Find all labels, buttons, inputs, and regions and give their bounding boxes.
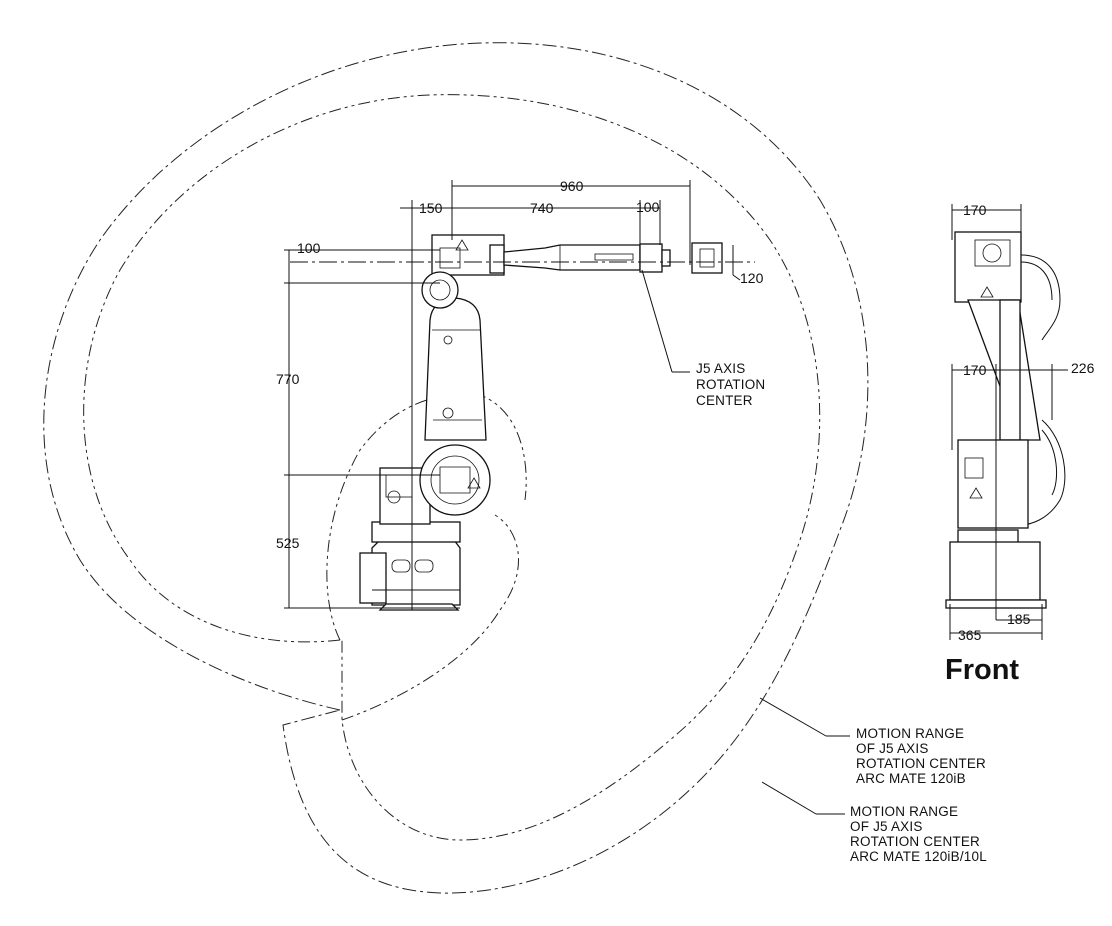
- front-dimension-lines: [949, 204, 1068, 640]
- dim-525: 525: [276, 535, 300, 551]
- dim-front-226: 226: [1071, 360, 1095, 376]
- dim-960: 960: [560, 178, 584, 194]
- legend-10l-line1: MOTION RANGE: [850, 804, 958, 819]
- front-dimension-labels: 170 170 226 185 365 Front: [945, 202, 1095, 686]
- front-view-title: Front: [945, 654, 1019, 686]
- side-dimension-lines: [284, 180, 755, 610]
- dim-front-185: 185: [1007, 611, 1031, 627]
- side-dimension-labels: 960 740 100 150 100 770 525 120 J5 AXIS …: [276, 178, 765, 551]
- legend-10l-line3: ROTATION CENTER: [850, 834, 980, 849]
- side-view-robot: [359, 234, 723, 611]
- dim-150: 150: [419, 200, 443, 216]
- dim-front-365: 365: [958, 627, 982, 643]
- motion-range-120ib-outline: [83, 94, 821, 841]
- legend-120ib-line3: ROTATION CENTER: [856, 756, 986, 771]
- dim-front-170-top: 170: [963, 202, 987, 218]
- front-view-robot: [945, 231, 1066, 609]
- legend-120ib-line2: OF J5 AXIS: [856, 741, 929, 756]
- dim-120: 120: [740, 270, 764, 286]
- legend-120ib-line1: MOTION RANGE: [856, 726, 964, 741]
- dim-100-wrist: 100: [636, 199, 660, 215]
- motion-range-10l-outline: [43, 42, 869, 894]
- legend-10l-line4: ARC MATE 120iB/10L: [850, 849, 987, 864]
- legend: MOTION RANGE OF J5 AXIS ROTATION CENTER …: [759, 697, 987, 864]
- dim-740: 740: [530, 200, 554, 216]
- j5-label-line3: CENTER: [696, 393, 753, 408]
- j5-label-line1: J5 AXIS: [696, 361, 745, 376]
- dim-front-170-mid: 170: [963, 362, 987, 378]
- j5-label-line2: ROTATION: [696, 377, 765, 392]
- legend-120ib-line4: ARC MATE 120iB: [856, 771, 966, 786]
- legend-10l-line2: OF J5 AXIS: [850, 819, 923, 834]
- dim-770: 770: [276, 371, 300, 387]
- dim-100-upper: 100: [297, 240, 321, 256]
